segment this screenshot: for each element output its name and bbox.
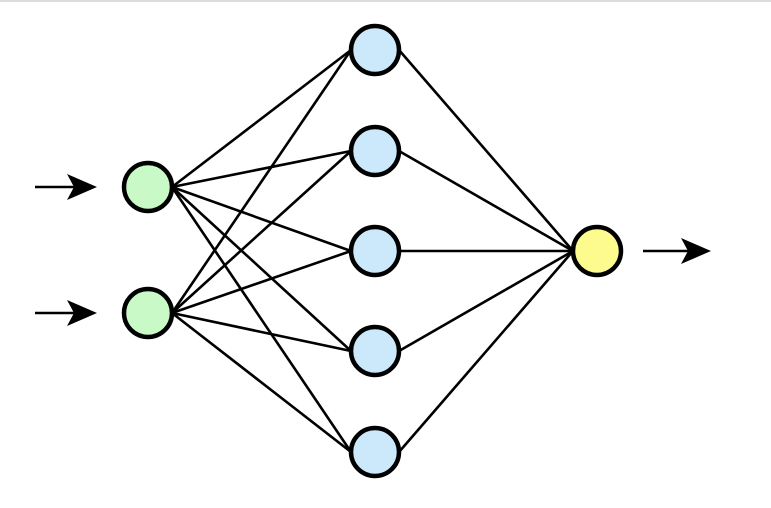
edge-input-1-hidden-3 [171,185,352,253]
edge-input-1-hidden-5 [170,186,353,453]
top-border [0,0,771,2]
output-arrow-head-icon [681,238,711,264]
edge-hidden-5-output-1 [398,250,574,453]
input-arrow-1-head-icon [67,174,97,200]
hidden-3-node [348,224,402,278]
input-2-node [121,286,175,340]
edge-input-2-hidden-1 [170,49,353,314]
edge-input-2-hidden-5 [171,311,352,454]
edge-input-1-hidden-4 [171,186,352,352]
hidden-5-node [348,425,402,479]
input-arrow-2-head-icon [67,300,97,326]
edge-input-2-hidden-3 [171,249,352,315]
hidden-2-node [348,124,402,178]
hidden-1-node [348,23,402,77]
edge-hidden-2-output-1 [398,149,574,253]
hidden-4-node [348,324,402,378]
input-1-node [121,160,175,214]
edge-input-2-hidden-4 [171,311,352,353]
edge-hidden-4-output-1 [398,249,574,353]
edge-input-2-hidden-2 [171,150,352,314]
edge-input-1-hidden-2 [171,149,352,189]
edge-hidden-1-output-1 [398,49,574,252]
output-1-node [570,224,624,278]
edge-input-1-hidden-1 [171,48,352,189]
